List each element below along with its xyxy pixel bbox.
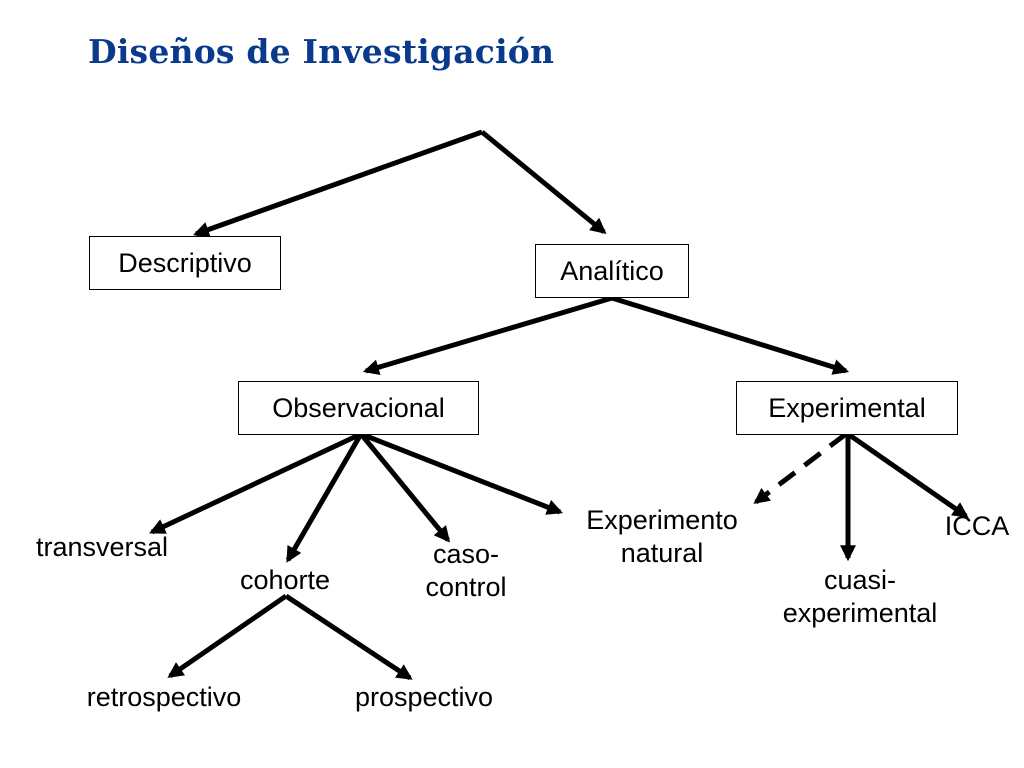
- node-observacional: Observacional: [238, 381, 479, 435]
- node-caso-control: caso- control: [402, 538, 530, 604]
- node-observacional-label: Observacional: [272, 392, 445, 423]
- node-transversal: transversal: [12, 531, 192, 564]
- arrow-root-to-descriptivo: [192, 129, 483, 238]
- node-cuasi-experimental: cuasi- experimental: [750, 564, 970, 630]
- arrow-experimental-to-experimento-natural: [753, 432, 848, 504]
- node-transversal-label: transversal: [35, 532, 169, 562]
- node-experimental-label: Experimental: [768, 392, 926, 423]
- node-prospectivo: prospectivo: [330, 681, 518, 714]
- node-analitico: Analítico: [535, 244, 689, 298]
- arrow-root-to-analitico: [480, 130, 607, 235]
- node-experimento-natural-line1: Experimento: [586, 505, 738, 535]
- arrow-experimental-to-icca: [846, 431, 969, 519]
- node-experimental: Experimental: [736, 381, 958, 435]
- node-analitico-label: Analítico: [560, 255, 664, 286]
- page-title: Diseños de Investigación: [88, 32, 555, 71]
- node-experimento-natural-line2: natural: [620, 537, 704, 568]
- node-icca: ICCA: [930, 510, 1024, 543]
- node-retrospectivo-label: retrospectivo: [86, 682, 242, 712]
- node-caso-control-line2: control: [425, 571, 507, 602]
- edges-layer: [149, 129, 969, 681]
- arrow-cohorte-to-retrospectivo: [167, 593, 288, 679]
- arrow-observacional-to-transversal: [149, 431, 363, 535]
- arrow-cohorte-to-prospectivo: [284, 593, 413, 681]
- arrow-analitico-to-experimental: [611, 295, 850, 375]
- node-cuasi-experimental-line2: experimental: [782, 597, 938, 628]
- arrow-analitico-to-observacional: [362, 295, 613, 376]
- node-descriptivo-label: Descriptivo: [118, 247, 252, 278]
- node-experimento-natural: Experimento natural: [560, 504, 764, 570]
- arrow-observacional-to-caso-control: [359, 432, 451, 543]
- node-icca-label: ICCA: [944, 511, 1010, 541]
- node-caso-control-line1: caso-: [432, 539, 500, 569]
- node-cohorte: cohorte: [222, 564, 348, 597]
- node-prospectivo-label: prospectivo: [354, 682, 494, 712]
- arrow-observacional-to-experimento-natural: [360, 431, 563, 515]
- node-cuasi-experimental-line1: cuasi-: [823, 565, 897, 595]
- arrow-observacional-to-cohorte: [285, 432, 364, 563]
- node-descriptivo: Descriptivo: [89, 236, 281, 290]
- node-retrospectivo: retrospectivo: [60, 681, 268, 714]
- node-cohorte-label: cohorte: [239, 565, 331, 595]
